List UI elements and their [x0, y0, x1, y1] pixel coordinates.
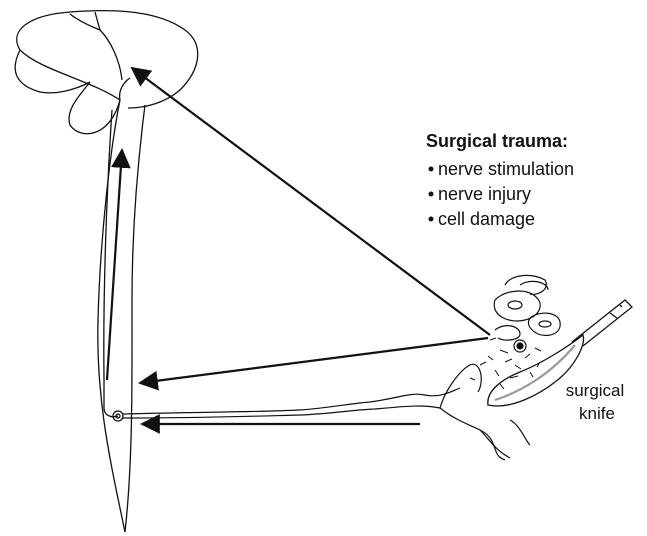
wound-nerve-fibers: [440, 364, 530, 460]
trauma-item-nerve-injury: nerve injury: [438, 184, 531, 204]
trauma-item-cell-damage: cell damage: [438, 209, 535, 229]
brain-outline: [15, 11, 198, 134]
bullet-1: [429, 167, 434, 172]
bullet-3: [429, 217, 434, 222]
surgical-trauma-box: Surgical trauma: nerve stimulation nerve…: [426, 131, 574, 229]
trauma-item-nerve-stimulation: nerve stimulation: [438, 159, 574, 179]
arrow-to-spinal-cord: [140, 338, 488, 383]
arrow-to-brain: [132, 68, 490, 335]
damaged-cells: [494, 275, 560, 352]
trauma-title: Surgical trauma:: [426, 131, 568, 151]
knife-label-line2: knife: [579, 404, 615, 423]
peripheral-nerve: [123, 388, 460, 414]
bullet-2: [429, 192, 434, 197]
knife-label-line1: surgical: [566, 381, 625, 400]
tissue-debris: [470, 338, 541, 389]
ascending-spinal-arrow: [107, 150, 122, 380]
peripheral-nerve-lower: [123, 406, 440, 418]
